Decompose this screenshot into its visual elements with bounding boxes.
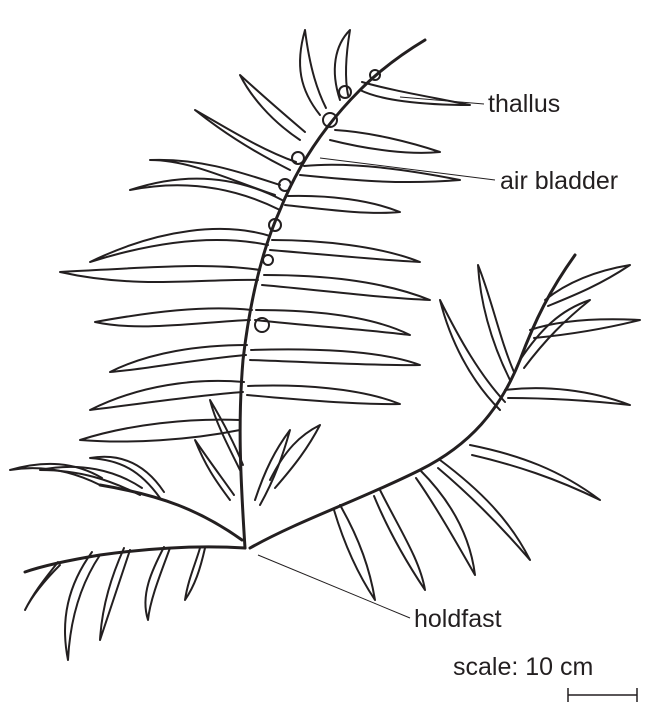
scale-label: scale: 10 cm: [453, 653, 593, 681]
kelp-illustration: [10, 30, 640, 660]
air-bladder-leader: [320, 158, 495, 180]
main-stipe: [240, 40, 425, 548]
thallus-label: thallus: [488, 90, 560, 118]
air-bladder-label: air bladder: [500, 167, 618, 195]
scale-bar: [568, 688, 637, 702]
holdfast-leader: [258, 555, 410, 618]
lower-branch: [100, 485, 242, 540]
air-bladder-mark: [339, 86, 351, 98]
holdfast-label: holdfast: [414, 605, 502, 633]
